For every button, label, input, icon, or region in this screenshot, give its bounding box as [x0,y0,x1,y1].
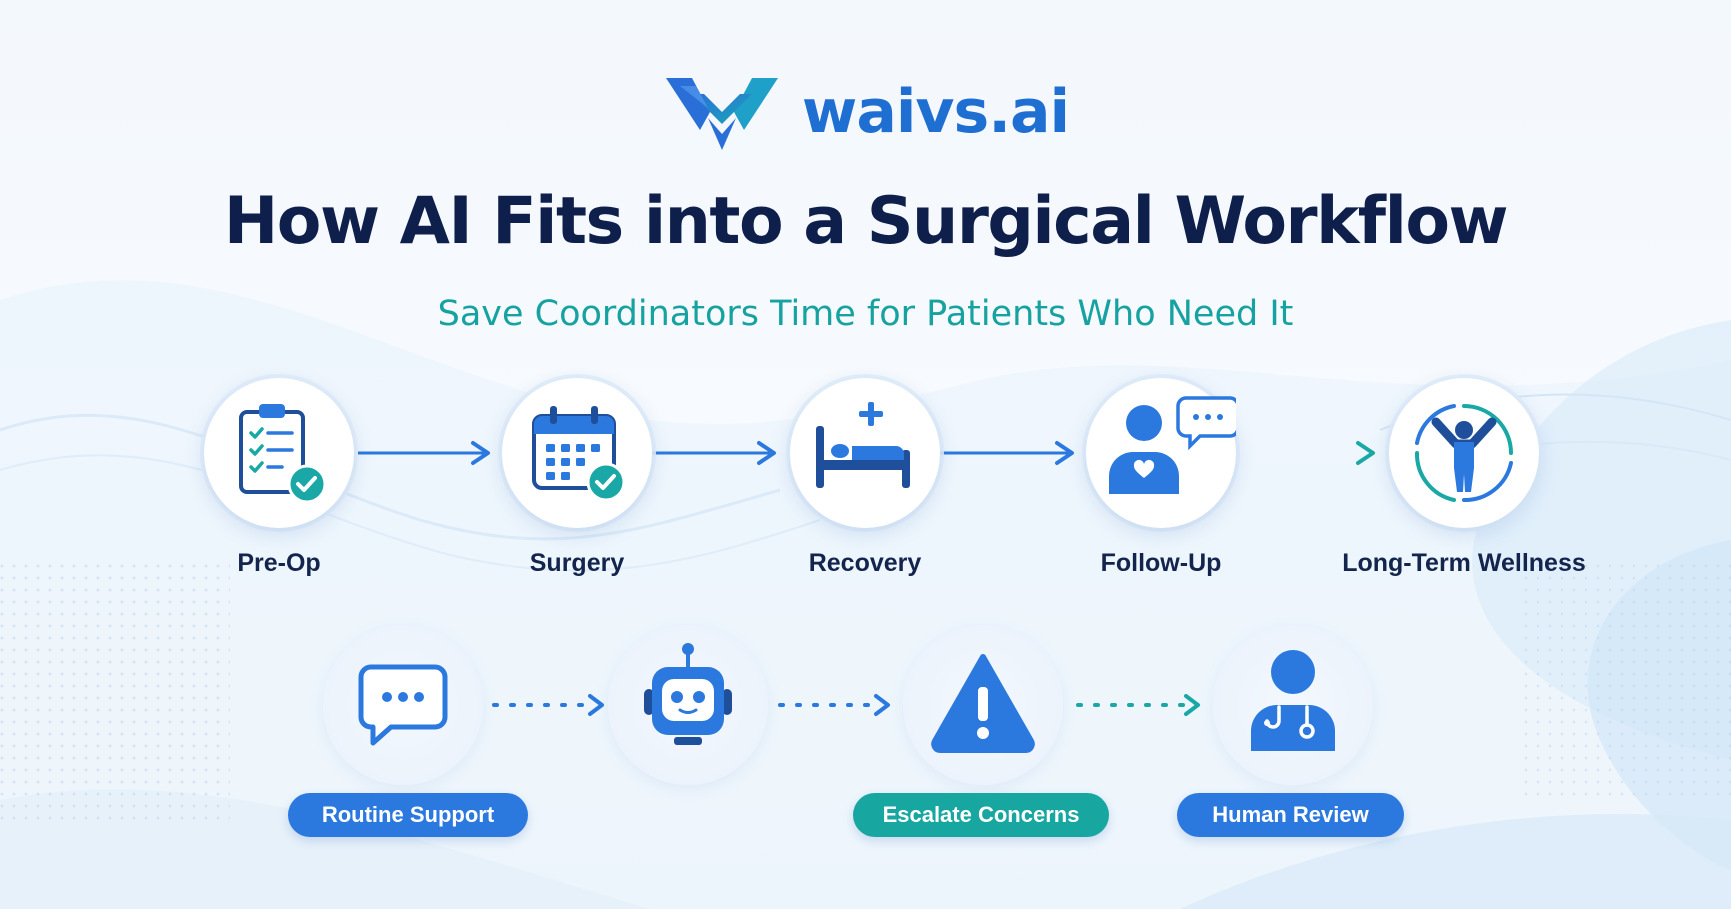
robot-icon [644,643,732,745]
stage-label-long-term-wellness: Long-Term Wellness [1342,549,1586,577]
stage-long-term-wellness [1389,378,1539,528]
stage-surgery [502,378,652,528]
routine-support-pill: Routine Support [288,793,528,837]
support-routine [323,625,483,785]
stage-follow-up [1086,378,1236,528]
support-ai-assistant [608,625,768,785]
brand-name: waivs.ai [801,77,1070,147]
stage-pre-op [204,378,354,528]
clipboard-check-icon [239,404,327,504]
waivs-logo-icon [665,78,778,150]
warning-triangle-icon [931,654,1035,753]
support-human-review [1213,625,1373,785]
hospital-bed-icon [816,402,910,488]
escalate-concerns-pill: Escalate Concerns [853,793,1109,837]
doctor-icon [1251,650,1335,751]
support-escalate [903,625,1063,785]
page-subtitle: Save Coordinators Time for Patients Who … [437,294,1294,334]
patient-chat-icon [1109,396,1236,494]
stage-label-pre-op: Pre-Op [237,549,321,577]
page-title: How AI Fits into a Surgical Workflow [223,184,1509,259]
stage-label-follow-up: Follow-Up [1100,549,1222,577]
stage-label-surgery: Surgery [529,549,625,577]
human-review-pill: Human Review [1177,793,1404,837]
brand-header: waivs.ai [0,72,1731,152]
chat-bubble-icon [358,664,448,746]
wellness-person-icon [1414,404,1513,503]
stage-recovery [790,378,940,528]
calendar-check-icon [532,406,626,502]
stage-label-recovery: Recovery [808,549,922,577]
